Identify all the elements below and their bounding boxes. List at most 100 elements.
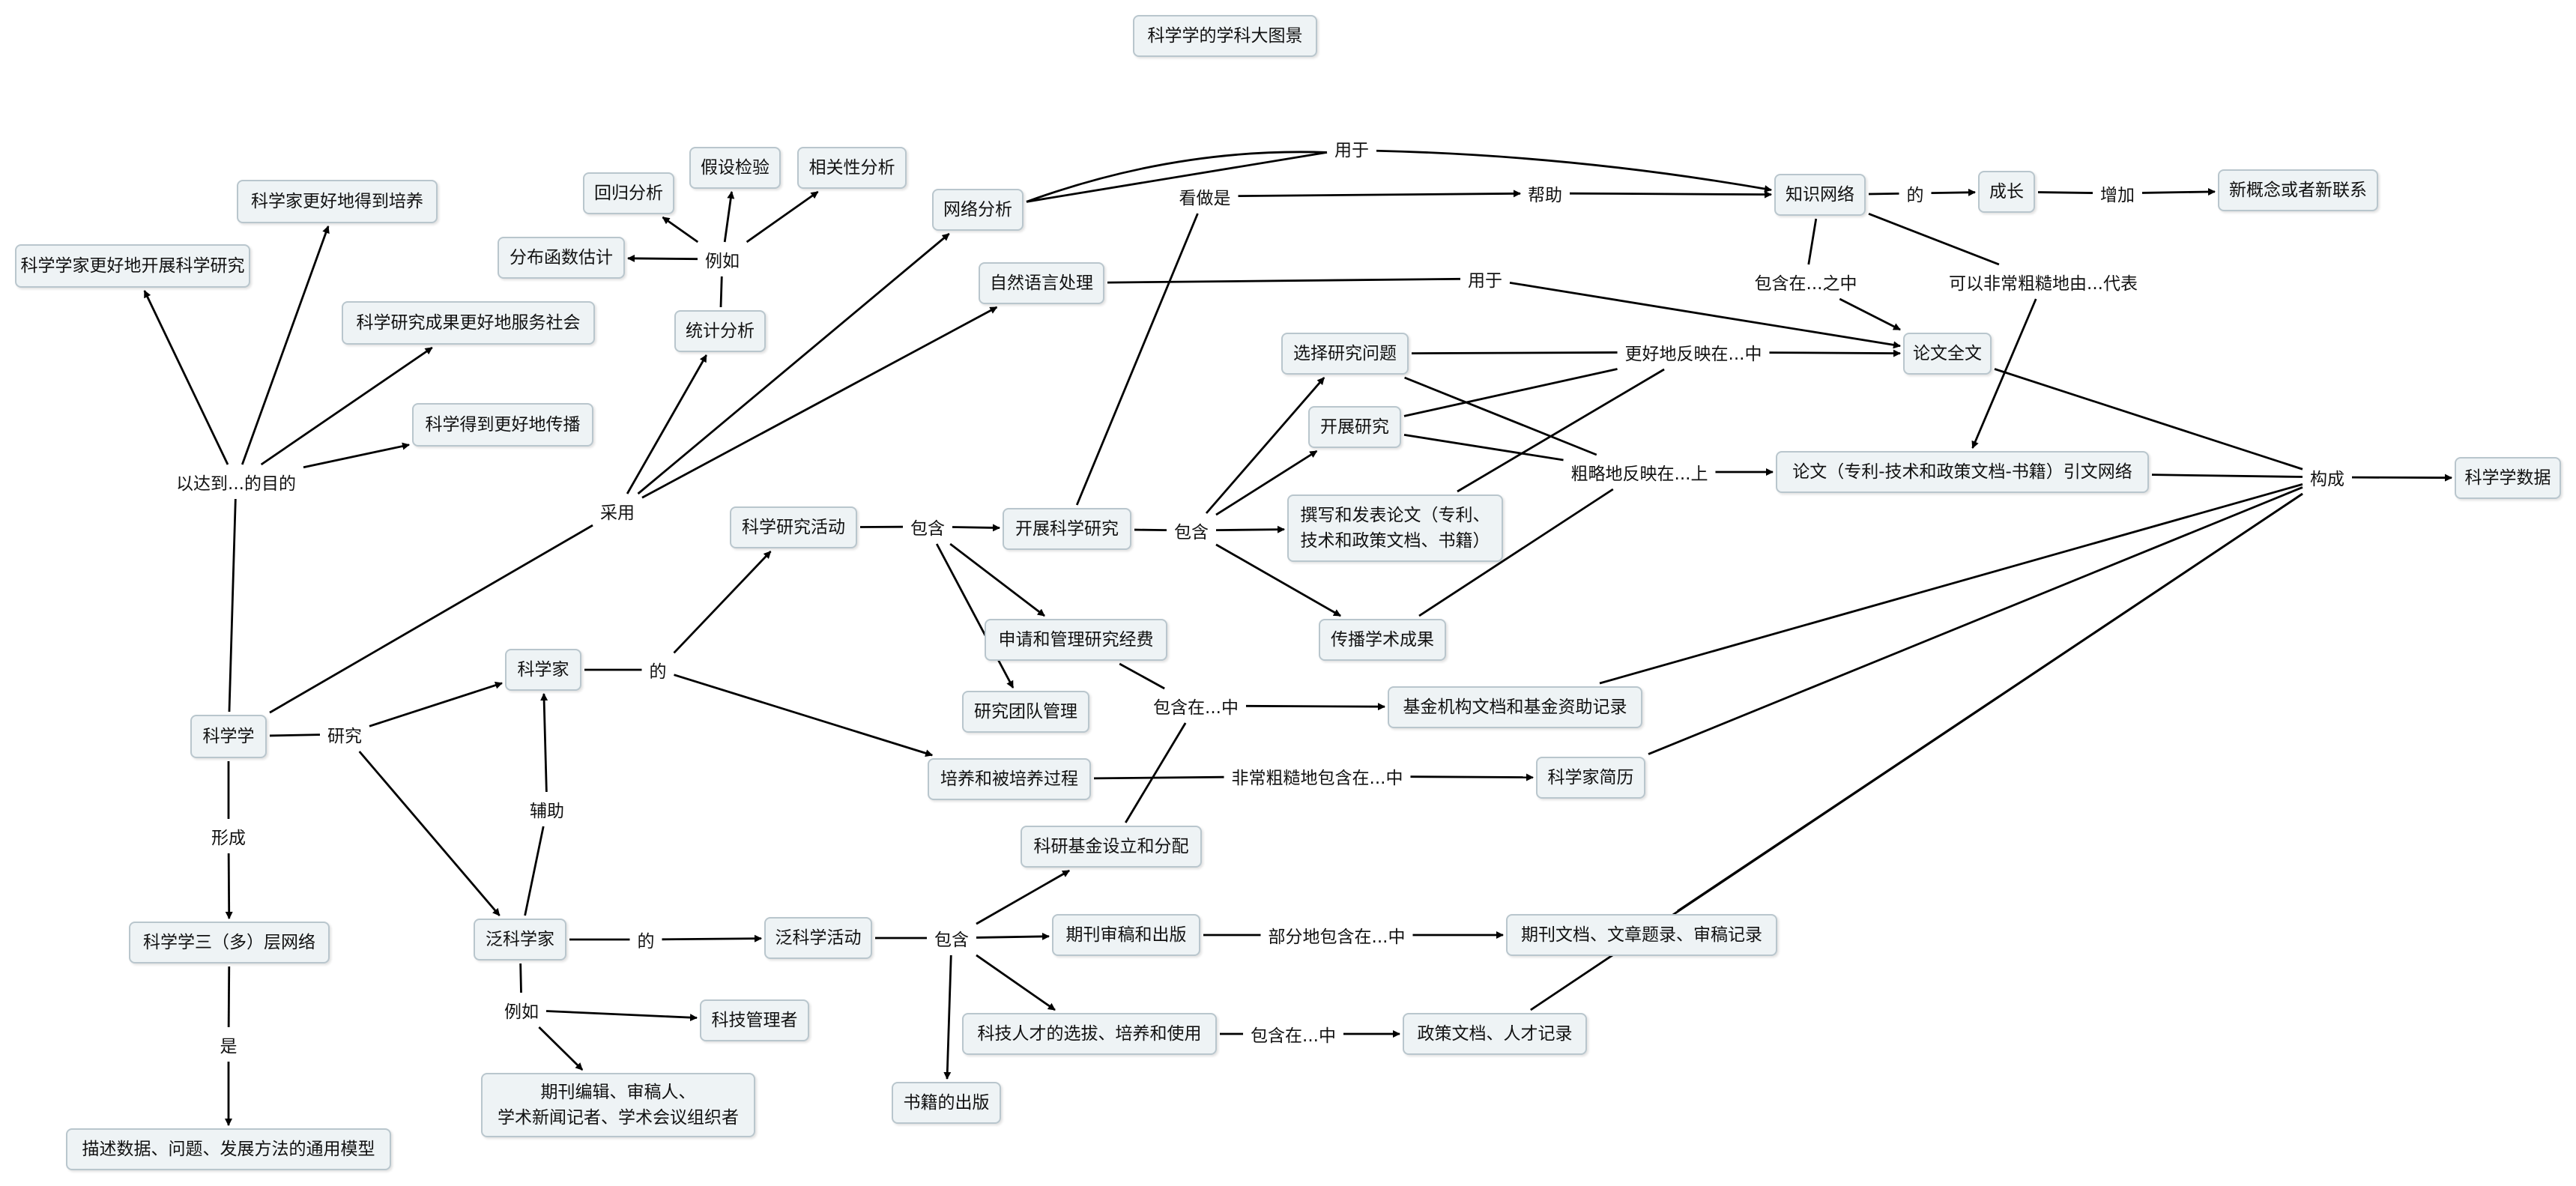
node-nlp[interactable]: 自然语言处理 — [979, 262, 1104, 304]
edge-l_liru2-n_kjgl — [545, 1010, 698, 1022]
node-grant-allocation[interactable]: 科研基金设立和分配 — [1021, 826, 1202, 868]
node-science-of-science[interactable]: 科学学 — [190, 715, 267, 758]
edge-n_yywl-l_goucheng — [2151, 474, 2303, 478]
edge-l_gengfy-n_lwqw — [1769, 349, 1901, 357]
edge-n_kxx-l_yida — [228, 498, 237, 712]
diagram-title: 科学学的学科大图景 — [1133, 15, 1317, 57]
node-research-activity[interactable]: 科学研究活动 — [730, 506, 857, 548]
edge-l_liru1-n_hgfx — [662, 216, 699, 243]
node-better-research[interactable]: 科学学家更好地开展科学研究 — [15, 244, 250, 288]
edge-l_caiyong-n_zrfx — [641, 306, 998, 499]
edge-l_de2-n_fhd — [662, 934, 762, 943]
node-better-dissemination[interactable]: 科学得到更好地传播 — [412, 403, 593, 447]
edge-n_kyjj-l_bhz — [1125, 722, 1187, 823]
node-better-training[interactable]: 科学家更好地得到培养 — [237, 180, 438, 223]
node-conduct-research[interactable]: 开展科学研究 — [1003, 508, 1131, 550]
node-new-concepts[interactable]: 新概念或者新联系 — [2218, 169, 2378, 211]
edge-n_lwqw-l_goucheng — [1994, 368, 2303, 471]
edge-l_liru1-n_xgx — [746, 190, 819, 243]
node-journal-records[interactable]: 期刊文档、文章题录、审稿记录 — [1506, 914, 1777, 956]
edge-l_yongyu2-n_lwqw — [1509, 281, 1901, 349]
node-cv[interactable]: 科学家简历 — [1536, 757, 1645, 799]
node-general-model[interactable]: 描述数据、问题、发展方法的通用模型 — [66, 1128, 391, 1170]
link-label-contain-2: 包含 — [1170, 516, 1213, 545]
edge-l_baohan1-n_kzyj — [952, 524, 1000, 532]
edge-n_kzyj-l_kanzuo — [1075, 213, 1199, 506]
edge-l_liru2-n_bianji — [538, 1026, 584, 1071]
node-do-research[interactable]: 开展研究 — [1308, 406, 1401, 448]
edge-n_tjfx-l_liru1 — [719, 276, 723, 308]
node-knowledge-network[interactable]: 知识网络 — [1774, 174, 1866, 216]
node-network-analysis[interactable]: 网络分析 — [932, 189, 1024, 231]
edge-l_yida-n_fwsh — [260, 346, 433, 466]
node-talent-selection[interactable]: 科技人才的选拔、培养和使用 — [962, 1013, 1217, 1055]
node-training-process[interactable]: 培养和被培养过程 — [928, 758, 1091, 800]
link-label-partly-contained: 部分地包含在...中 — [1263, 921, 1410, 949]
node-sci-tech-manager[interactable]: 科技管理者 — [700, 999, 809, 1041]
edge-l_baohan1-n_sqjf — [949, 542, 1045, 617]
node-policy-records[interactable]: 政策文档、人才记录 — [1403, 1013, 1587, 1055]
node-choose-question[interactable]: 选择研究问题 — [1281, 333, 1409, 375]
edge-l_bhzz-n_lwqw — [1839, 297, 1901, 331]
edge-n_sqjf-l_bhz — [1119, 662, 1165, 690]
edge-l_de1-n_pyguo — [674, 674, 934, 757]
edge-l_de1-n_hdong — [673, 551, 772, 654]
link-label-better-reflected: 更好地反映在...中 — [1620, 338, 1767, 366]
node-multilayer-network[interactable]: 科学学三（多）层网络 — [129, 922, 330, 963]
edge-l_baohan1-n_tdgl — [935, 543, 1015, 689]
link-label-assist: 辅助 — [525, 795, 569, 823]
link-label-roughly-reflected: 粗略地反映在...上 — [1566, 458, 1713, 486]
edge-l_caiyong-n_wlfx — [637, 232, 950, 495]
node-correlation[interactable]: 相关性分析 — [797, 147, 907, 189]
node-editors-reviewers[interactable]: 期刊编辑、审稿人、 学术新闻记者、学术会议组织者 — [481, 1073, 755, 1137]
edge-l_bhz-n_jjwd — [1245, 703, 1385, 711]
edge-l_kanzuo-l_bangzhu — [1238, 190, 1521, 198]
edge-n_zswl-l_bhzz — [1807, 218, 1818, 265]
node-growth[interactable]: 成长 — [1978, 171, 2035, 213]
edge-n_zswl-l_de3 — [1868, 192, 1899, 196]
edge-l_yanjiu-n_fkxj — [358, 751, 501, 916]
node-full-text[interactable]: 论文全文 — [1903, 333, 1992, 375]
node-regression[interactable]: 回归分析 — [583, 172, 674, 214]
edge-l_baohan3-n_shuji — [943, 954, 952, 1080]
link-label-contain-3: 包含 — [930, 924, 973, 952]
node-funding-records[interactable]: 基金机构文档和基金资助记录 — [1388, 686, 1642, 728]
node-write-publish[interactable]: 撰写和发表论文（专利、 技术和政策文档、书籍） — [1287, 494, 1503, 562]
link-label-form: 形成 — [207, 822, 250, 850]
node-book-publishing[interactable]: 书籍的出版 — [892, 1082, 1001, 1124]
edge-l_bangzhu-n_zswl — [1569, 190, 1772, 199]
edge-l_liru1-n_fbgj — [627, 254, 698, 262]
node-scisci-data[interactable]: 科学学数据 — [2455, 457, 2561, 499]
link-label-roughly-represented: 可以非常粗糙地由...代表 — [1944, 267, 2142, 296]
node-disseminate-results[interactable]: 传播学术成果 — [1319, 619, 1446, 661]
edge-n_kxx-l_yanjiu — [269, 733, 321, 737]
edge-n_kxx-l_caiyong — [269, 524, 593, 714]
edge-n_wlfx-l_yongyu1 — [1026, 151, 1328, 203]
edge-l_goucheng-n_kxxsj — [2351, 474, 2452, 482]
node-statistical-analysis[interactable]: 统计分析 — [674, 310, 766, 352]
node-hypothesis-testing[interactable]: 假设检验 — [689, 147, 781, 189]
node-serve-society[interactable]: 科学研究成果更好地服务社会 — [342, 301, 595, 345]
node-distribution-estimation[interactable]: 分布函数估计 — [498, 237, 625, 279]
node-pan-science-activity[interactable]: 泛科学活动 — [764, 917, 872, 959]
link-label-increase: 增加 — [2096, 179, 2139, 208]
node-scientist[interactable]: 科学家 — [505, 649, 581, 691]
node-team-management[interactable]: 研究团队管理 — [962, 691, 1089, 733]
edge-l_yida-n_pyang — [241, 226, 330, 465]
edge-l_baohan2-n_xzwt — [1205, 377, 1325, 514]
edge-n_kzyj2-l_gengfy — [1403, 368, 1618, 417]
node-grant-management[interactable]: 申请和管理研究经费 — [985, 619, 1167, 661]
link-label-contained-in-2: 包含在...中 — [1246, 1020, 1340, 1048]
link-label-used-for-2: 用于 — [1463, 264, 1507, 293]
node-journal-review[interactable]: 期刊审稿和出版 — [1052, 914, 1200, 956]
node-pan-scientist[interactable]: 泛科学家 — [474, 919, 566, 960]
edge-l_yanjiu-n_kxj — [369, 681, 503, 727]
edge-l_baohan3-n_kjrc — [976, 954, 1056, 1011]
edge-l_baohan2-n_cbxs — [1215, 543, 1341, 617]
link-label-study: 研究 — [323, 720, 366, 748]
node-citation-network[interactable]: 论文（专利-技术和政策文档-书籍）引文网络 — [1776, 451, 2149, 493]
link-label-very-roughly-contained: 非常粗糙地包含在...中 — [1227, 762, 1408, 790]
link-label-for-example-2: 例如 — [500, 996, 543, 1024]
edge-n_zswl-l_kyfcc — [1868, 212, 2000, 266]
link-label-for-example-1: 例如 — [701, 245, 744, 273]
